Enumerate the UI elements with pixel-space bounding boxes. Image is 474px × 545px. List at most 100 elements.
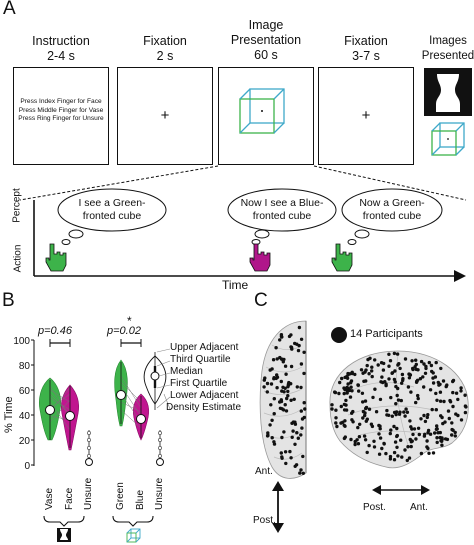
instruction-box: Press Index Finger for Face Press Middle… [13,67,109,165]
bubble-text-1: I see a Green- fronted cube [78,197,146,222]
electrode-dot [426,413,430,417]
electrode-dot [344,398,348,403]
electrode-dot [365,417,369,421]
images-presented-title: Images Presented [421,35,474,62]
electrode-dot [353,442,357,447]
electrode-dot [403,357,408,361]
y-tick-label: 80 [19,361,31,372]
electrode-dot [400,372,405,377]
participants-legend-label: 14 Participants [350,328,423,340]
electrode-dot [384,451,388,456]
electrode-dot [268,368,272,372]
electrode-dot [337,391,341,396]
electrode-dot [456,397,460,402]
electrode-dot [287,380,291,385]
electrode-dot [394,410,399,414]
electrode-dot [440,439,444,443]
electrode-dot [280,435,284,440]
rubin-vase-icon [424,68,472,116]
electrode-dot [349,437,353,442]
electrode-dot [284,372,288,376]
electrode-dot [387,364,391,368]
electrode-dot [348,395,353,399]
electrode-dot [358,422,362,426]
electrode-dot [419,451,424,456]
electrode-dot [381,368,386,372]
necker-cube-mini-icon [126,528,141,543]
y-tick-label: 20 [19,436,31,447]
electrode-dot [427,360,431,365]
electrode-dot [363,438,368,442]
electrode-dot [338,380,342,385]
electrode-dot [415,378,420,382]
electrode-dot [330,403,334,407]
electrode-dot [345,385,349,390]
cube-front-face [239,98,275,134]
electrode-dot [262,378,266,382]
electrode-dot [424,364,428,369]
electrode-dot [385,408,389,413]
stage-duration-text: 2-4 s [47,49,75,63]
electrode-dot [419,359,424,364]
electrode-dot [301,454,305,459]
electrode-dot [450,433,454,437]
electrode-dot [342,391,346,396]
electrode-dot [342,402,347,407]
electrode-dot [463,410,468,415]
electrode-dot [396,398,401,402]
instruction-line: Press Middle Finger for Vase [18,106,104,114]
electrode-dot [454,391,459,395]
electrode-dot [422,434,427,438]
stage-title-text: Fixation [344,34,388,48]
electrode-dot [283,364,288,368]
electrode-dot [418,377,423,381]
category-label-unsure-2: Unsure [154,477,165,510]
electrode-dot [368,356,372,360]
electrode-dot [295,431,299,435]
electrode-dot [408,419,412,423]
category-label-green: Green [115,482,126,510]
electrode-dot [442,399,446,404]
fixation-cross: + [160,107,170,124]
electrode-dot [438,430,442,435]
electrode-dot [370,365,374,369]
electrode-dot [412,427,417,431]
fixation-box-2: + [318,67,414,165]
stage-fixation2-title: Fixation 3-7 s [318,34,414,64]
electrode-dot [388,457,393,461]
electrode-dot [378,424,382,428]
electrode-dot [340,376,344,381]
electrode-dot [423,371,428,375]
electrode-dot [394,402,398,406]
electrode-dot [268,423,272,427]
electrode-dot [269,382,274,386]
electrode-dot [303,407,307,411]
electrode-dot [372,439,376,443]
electrode-dot [377,452,382,456]
electrode-dot [282,430,286,434]
electrode-dot [342,423,346,427]
electrode-dot [416,426,421,430]
time-label: Time [222,278,249,292]
electrode-dot [275,373,279,377]
electrode-dot [374,410,379,414]
electrode-dot [270,436,274,440]
fixation-cross: + [361,107,371,124]
electrode-dot [390,371,394,375]
electrode-dot [367,372,371,376]
electrode-dot [279,451,283,455]
stage-duration-text: 60 s [254,48,278,62]
electrode-dot [300,426,304,430]
electrode-dot [426,428,431,433]
electrode-dot [378,397,383,402]
electrode-dot [361,409,366,414]
electrode-dot [274,346,278,350]
legend-density-estimate: Density Estimate [166,402,242,413]
electrode-dot [298,471,302,475]
electrode-dot [405,410,410,414]
electrode-dot [409,390,413,394]
electrode-dot [350,371,354,376]
electrode-dot [376,363,380,367]
electrode-dot [417,432,421,437]
electrode-dot [334,421,338,425]
